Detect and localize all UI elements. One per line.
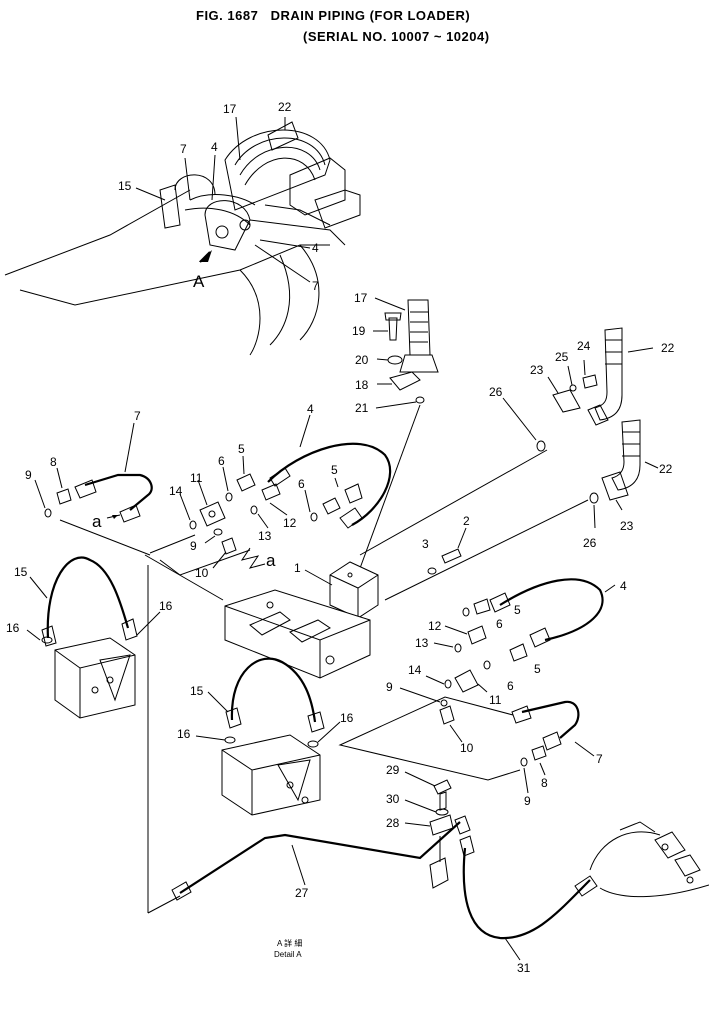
callout-13: 13 bbox=[415, 636, 429, 650]
tube-27: 27 bbox=[147, 565, 461, 914]
callout-17: 17 bbox=[223, 102, 237, 116]
tube-7-lower: 7 8 9 bbox=[338, 696, 603, 808]
callout-22: 22 bbox=[659, 462, 673, 476]
callout-25: 25 bbox=[555, 350, 569, 364]
machine-overview: A bbox=[4, 121, 361, 356]
callout-8: 8 bbox=[50, 455, 57, 469]
callout-16: 16 bbox=[340, 711, 354, 725]
callout-4: 4 bbox=[620, 579, 627, 593]
hose-31: 31 bbox=[459, 835, 598, 975]
callout-2: 2 bbox=[463, 514, 470, 528]
callout-19: 19 bbox=[352, 324, 366, 338]
callout-11: 11 bbox=[489, 693, 502, 707]
block-1: 1 2 3 bbox=[294, 514, 470, 619]
callout-31: 31 bbox=[517, 961, 531, 975]
callout-26: 26 bbox=[583, 536, 597, 550]
callout-14: 14 bbox=[169, 484, 183, 498]
callout-13: 13 bbox=[258, 529, 272, 543]
callout-5: 5 bbox=[238, 442, 245, 456]
callout-6: 6 bbox=[218, 454, 225, 468]
callout-12: 12 bbox=[283, 516, 297, 530]
tube-7-upper: 7 8 9 a bbox=[25, 409, 153, 531]
callout-22: 22 bbox=[661, 341, 675, 355]
callout-27: 27 bbox=[295, 886, 309, 900]
callout-4: 4 bbox=[312, 241, 319, 255]
pump-body bbox=[589, 821, 709, 898]
pipe-22-assemblies: 22 24 25 23 22 23 26 26 bbox=[489, 327, 675, 550]
callout-10: 10 bbox=[195, 566, 209, 580]
callout-23: 23 bbox=[620, 519, 634, 533]
callout-29: 29 bbox=[386, 763, 400, 777]
bracket-28-assembly: 29 30 28 bbox=[386, 763, 471, 889]
overview-callouts: 17 22 7 4 15 4 7 bbox=[118, 100, 319, 293]
callout-7: 7 bbox=[312, 279, 319, 293]
detail-caption-jp: A 詳 細 bbox=[277, 938, 302, 948]
callout-21: 21 bbox=[355, 401, 369, 415]
callout-10: 10 bbox=[460, 741, 474, 755]
view-a-label: A bbox=[193, 272, 205, 291]
pipe-17-assembly: 17 19 20 18 21 bbox=[352, 291, 439, 415]
callout-15: 15 bbox=[190, 684, 204, 698]
callout-5: 5 bbox=[534, 662, 541, 676]
callout-14: 14 bbox=[408, 663, 422, 677]
callout-9: 9 bbox=[190, 539, 197, 553]
elbow-11-upper: 11 14 9 10 a bbox=[169, 471, 276, 580]
callout-22: 22 bbox=[278, 100, 292, 114]
callout-9: 9 bbox=[524, 794, 531, 808]
elbow-11-lower: 14 9 10 11 bbox=[386, 663, 502, 755]
callout-3: 3 bbox=[422, 537, 429, 551]
callout-17: 17 bbox=[354, 291, 368, 305]
callout-12: 12 bbox=[428, 619, 442, 633]
callout-23: 23 bbox=[530, 363, 544, 377]
callout-7: 7 bbox=[180, 142, 187, 156]
callout-24: 24 bbox=[577, 339, 591, 353]
callout-7: 7 bbox=[134, 409, 141, 423]
figure-title: FIG. 1687 DRAIN PIPING (FOR LOADER) bbox=[196, 8, 471, 23]
callout-9: 9 bbox=[25, 468, 32, 482]
marker-a: a bbox=[266, 551, 276, 570]
callout-15: 15 bbox=[14, 565, 28, 579]
callout-4: 4 bbox=[307, 402, 314, 416]
callout-4: 4 bbox=[211, 140, 218, 154]
callout-6: 6 bbox=[298, 477, 305, 491]
callout-16: 16 bbox=[6, 621, 20, 635]
callout-20: 20 bbox=[355, 353, 369, 367]
callout-11: 11 bbox=[190, 471, 203, 485]
figure-subtitle: (SERIAL NO. 10007 ~ 10204) bbox=[303, 29, 490, 44]
callout-30: 30 bbox=[386, 792, 400, 806]
hose-4-lower: 4 5 6 12 13 5 6 bbox=[415, 578, 627, 693]
callout-8: 8 bbox=[541, 776, 548, 790]
detail-caption-en: Detail A bbox=[274, 950, 302, 959]
callout-18: 18 bbox=[355, 378, 369, 392]
callout-9: 9 bbox=[386, 680, 393, 694]
callout-1: 1 bbox=[294, 561, 301, 575]
callout-16: 16 bbox=[159, 599, 173, 613]
fittings-upper: 5 6 5 6 12 13 bbox=[218, 442, 363, 543]
valve-block-centre: 15 16 16 bbox=[177, 657, 354, 816]
marker-a: a bbox=[92, 512, 102, 531]
callout-5: 5 bbox=[331, 463, 338, 477]
callout-6: 6 bbox=[507, 679, 514, 693]
callout-7: 7 bbox=[596, 752, 603, 766]
callout-15: 15 bbox=[118, 179, 132, 193]
hose-4-upper: 4 bbox=[267, 402, 392, 529]
valve-block-left: 15 16 16 bbox=[6, 519, 251, 719]
centre-lines bbox=[351, 404, 589, 601]
callout-26: 26 bbox=[489, 385, 503, 399]
callout-6: 6 bbox=[496, 617, 503, 631]
callout-28: 28 bbox=[386, 816, 400, 830]
callout-16: 16 bbox=[177, 727, 191, 741]
manifold-block bbox=[224, 589, 371, 679]
callout-5: 5 bbox=[514, 603, 521, 617]
